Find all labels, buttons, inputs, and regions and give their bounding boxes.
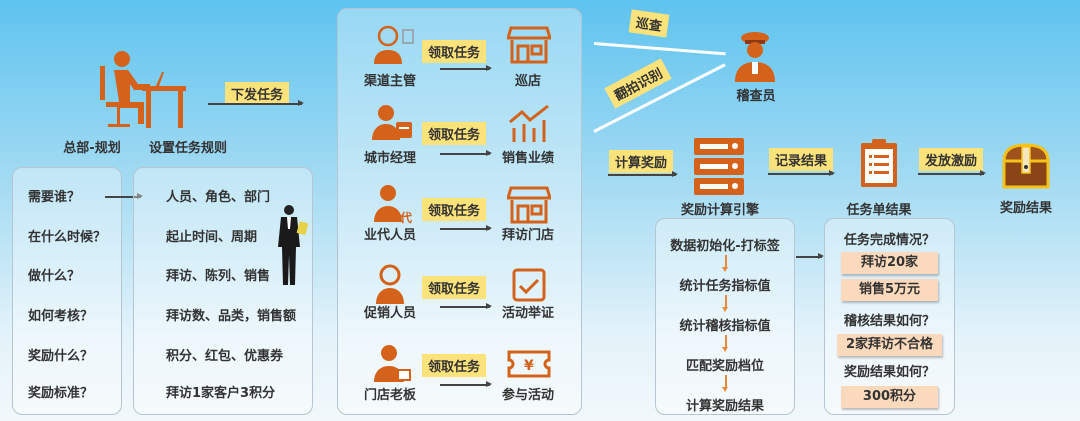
- engine-step: 统计稽核指标值: [679, 319, 771, 334]
- step-arrow: [722, 295, 728, 312]
- role-label: 业代人员: [363, 228, 417, 243]
- role-task-arrow: [440, 225, 492, 231]
- role-task-arrow: [440, 381, 492, 387]
- reward-question: 奖励结果如何？: [843, 365, 935, 380]
- record-arrow: [768, 170, 835, 176]
- step-arrow: [722, 335, 728, 352]
- role-task-arrow: [440, 65, 492, 71]
- claim-task-tag: 领取任务: [422, 122, 487, 145]
- inspector-label: 稽查员: [736, 89, 776, 104]
- role-task-arrow: [440, 150, 492, 156]
- hq-rules-label: 设置任务规则: [148, 141, 228, 156]
- issue-arrow: [918, 170, 986, 176]
- sales-value: 销售5万元: [841, 279, 938, 301]
- city-manager-icon: [372, 104, 416, 144]
- sales-rep-icon: 代: [372, 184, 416, 224]
- photo-recognition-tag: 翻拍识别: [604, 58, 672, 109]
- inspector-icon: [733, 30, 777, 82]
- question-answer-arrow: [105, 193, 143, 199]
- hq-plan-label: 总部-规划: [63, 141, 121, 156]
- clipboard-icon: [860, 138, 898, 188]
- reward-result-label: 奖励结果: [999, 201, 1053, 216]
- patrol-tag: 巡查: [628, 9, 670, 38]
- question-item: 做什么？: [28, 269, 81, 284]
- checklist-icon: [510, 264, 550, 304]
- engine-result-arrow: [796, 253, 824, 259]
- visit-count-value: 拜访20家: [841, 252, 938, 274]
- question-item: 需要谁？: [28, 190, 81, 205]
- claim-task-tag: 领取任务: [422, 354, 487, 377]
- role-task-arrow: [440, 303, 492, 309]
- step-arrow: [722, 255, 728, 272]
- claim-task-tag: 领取任务: [422, 40, 487, 63]
- answers-box: 人员、角色、部门 起止时间、周期 拜访、陈列、销售 拜访数、品类，销售额 积分、…: [133, 167, 313, 415]
- answer-item: 积分、红包、优惠券: [166, 349, 284, 364]
- role-label: 城市经理: [363, 151, 417, 166]
- dispatch-arrow: [208, 100, 304, 106]
- record-result-tag: 记录结果: [769, 148, 834, 171]
- patrol-line: [593, 42, 726, 56]
- role-label: 门店老板: [363, 388, 417, 403]
- claim-task-tag: 领取任务: [422, 198, 487, 221]
- points-value: 300积分: [841, 386, 938, 408]
- role-label: 渠道主管: [363, 74, 417, 89]
- engine-label: 奖励计算引擎: [680, 203, 760, 218]
- questions-box: 需要谁？ 在什么时候？ 做什么？ 如何考核？ 奖励什么？ 奖励标准？: [12, 167, 122, 415]
- task-label: 巡店: [514, 74, 542, 89]
- question-item: 奖励什么？: [28, 349, 94, 364]
- hq-desk-icon: [98, 50, 188, 132]
- promoter-icon: [372, 264, 416, 304]
- answer-item: 拜访数、品类，销售额: [166, 309, 297, 324]
- store-icon: [507, 24, 551, 64]
- question-item: 在什么时候？: [28, 230, 107, 245]
- completion-question: 任务完成情况？: [843, 233, 935, 248]
- task-result-label: 任务单结果: [846, 203, 912, 218]
- coupon-icon: ¥: [507, 346, 551, 382]
- calc-arrow: [608, 171, 678, 177]
- task-result-box: 任务完成情况？ 拜访20家 销售5万元 稽核结果如何？ 2家拜访不合格 奖励结果…: [824, 218, 955, 415]
- answer-item: 拜访1家客户3积分: [166, 386, 276, 401]
- answer-item: 拜访、陈列、销售: [166, 269, 271, 284]
- answer-item: 起止时间、周期: [166, 230, 258, 245]
- question-item: 如何考核？: [28, 309, 94, 324]
- engine-step: 计算奖励结果: [685, 399, 764, 414]
- sales-chart-icon: [508, 104, 552, 144]
- task-label: 活动举证: [501, 306, 555, 321]
- engine-step: 数据初始化-打标签: [670, 239, 780, 254]
- audit-result-value: 2家拜访不合格: [837, 334, 942, 356]
- issue-incentive-tag: 发放激励: [919, 148, 984, 171]
- question-item: 奖励标准？: [28, 386, 94, 401]
- step-arrow: [722, 375, 728, 392]
- store-visit-icon: [507, 184, 551, 224]
- server-engine-icon: [694, 138, 744, 196]
- audit-question: 稽核结果如何？: [843, 314, 935, 329]
- channel-supervisor-icon: [372, 24, 416, 64]
- svg-text:¥: ¥: [524, 358, 534, 374]
- calc-reward-tag: 计算奖励: [609, 150, 674, 173]
- engine-steps-box: 数据初始化-打标签 统计任务指标值 统计稽核指标值 匹配奖励档位 计算奖励结果: [655, 218, 795, 415]
- dispatch-task-tag: 下发任务: [225, 82, 290, 105]
- answer-item: 人员、角色、部门: [166, 190, 271, 205]
- engine-step: 匹配奖励档位: [685, 359, 764, 374]
- task-label: 参与活动: [501, 388, 555, 403]
- engine-step: 统计任务指标值: [679, 279, 771, 294]
- task-label: 销售业绩: [501, 151, 555, 166]
- businessman-icon: [274, 204, 308, 286]
- treasure-chest-icon: [1001, 143, 1051, 189]
- svg-text:代: 代: [399, 210, 412, 224]
- store-owner-icon: [372, 344, 416, 384]
- task-label: 拜访门店: [501, 228, 555, 243]
- role-label: 促销人员: [363, 306, 417, 321]
- claim-task-tag: 领取任务: [422, 276, 487, 299]
